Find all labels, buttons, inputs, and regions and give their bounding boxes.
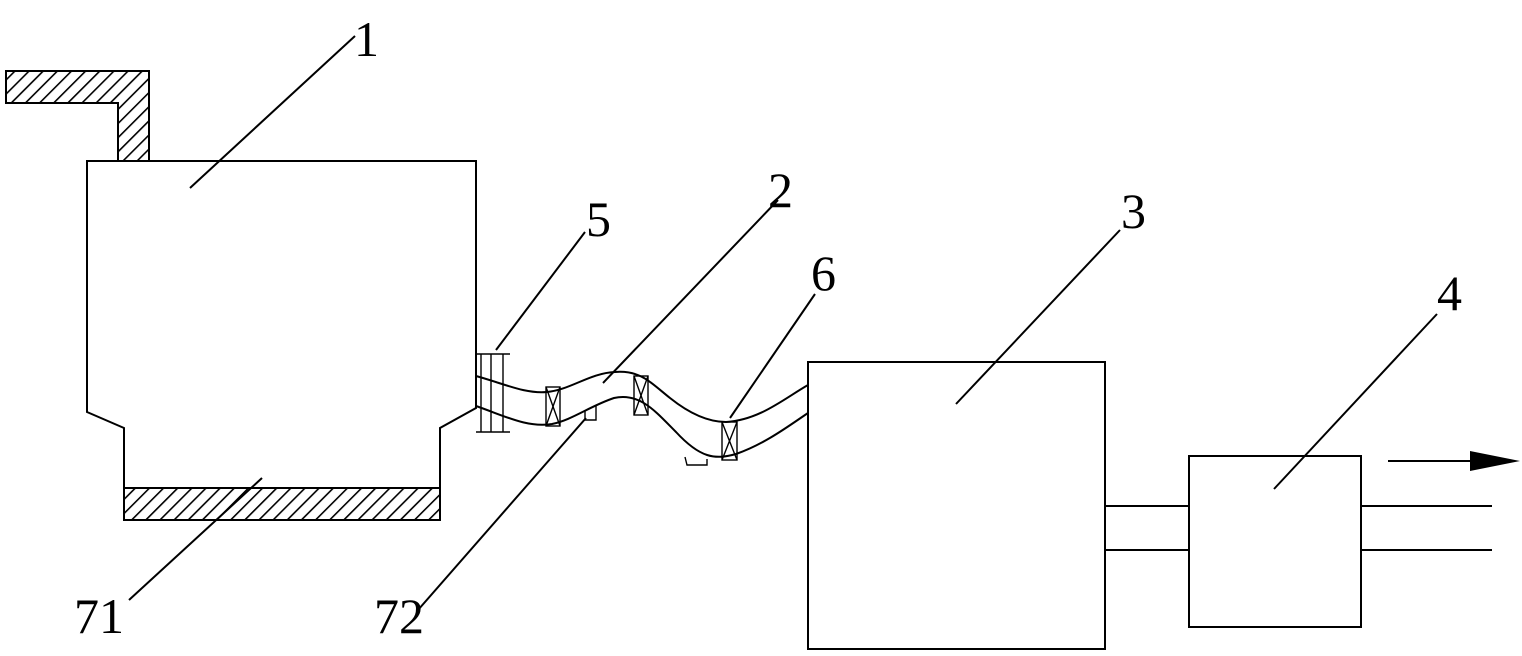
- leader-1: [189, 35, 356, 189]
- drain-outlet-72: [584, 405, 597, 421]
- leader-6: [729, 293, 816, 419]
- valve-6: [721, 421, 738, 461]
- label-1: 1: [354, 11, 379, 67]
- leader-71: [128, 477, 263, 601]
- leader-3: [955, 229, 1121, 405]
- leader-5: [495, 231, 586, 351]
- label-71: 71: [74, 588, 124, 644]
- pipe-2-lower-wall: [475, 395, 809, 458]
- drain-outlet-lower: [684, 456, 708, 466]
- label-6: 6: [811, 245, 836, 301]
- label-72: 72: [374, 588, 424, 644]
- label-5: 5: [586, 191, 611, 247]
- unit-3-box: [807, 361, 1106, 650]
- arrow-right-icon: [1388, 451, 1520, 471]
- label-2: 2: [768, 162, 793, 218]
- valve-a: [545, 386, 561, 427]
- sediment-layer-71: [123, 487, 441, 521]
- feed-chute: [5, 70, 150, 162]
- flange-5: [476, 353, 510, 433]
- valve-b: [633, 375, 649, 416]
- leader-2: [602, 199, 779, 384]
- leader-4: [1273, 313, 1438, 490]
- label-3: 3: [1121, 183, 1146, 239]
- pipe-2-upper-wall: [475, 370, 809, 424]
- leader-72: [417, 417, 587, 611]
- tank-1-body: [86, 160, 477, 521]
- label-4: 4: [1437, 265, 1462, 321]
- unit-4-box: [1188, 455, 1362, 628]
